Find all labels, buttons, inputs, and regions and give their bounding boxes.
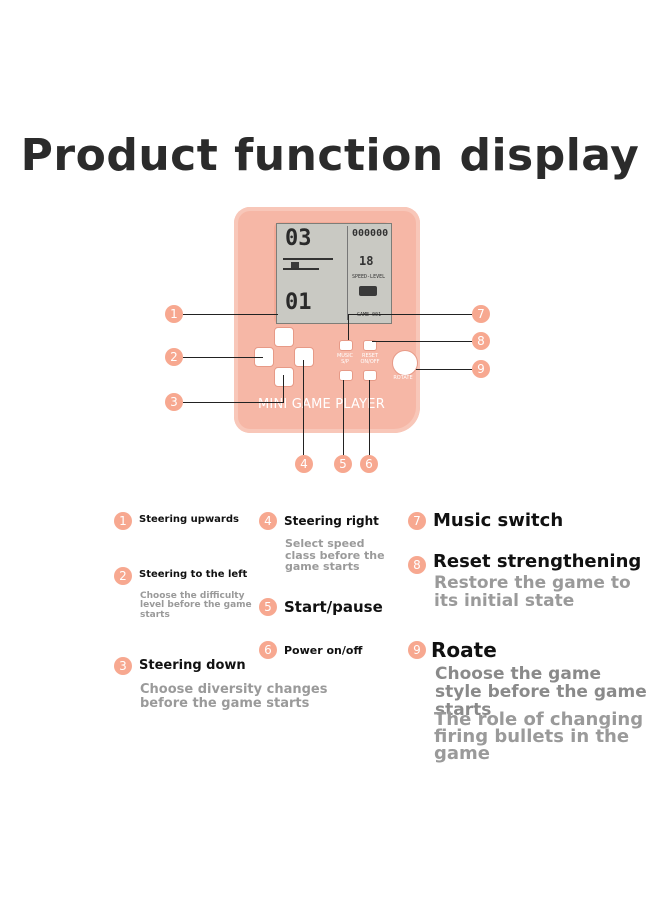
callout-number-2: 2 xyxy=(165,348,183,366)
function-number-5: 5 xyxy=(259,598,277,616)
callout-line-7 xyxy=(348,314,472,315)
function-number-2: 2 xyxy=(114,567,132,585)
rotate-button[interactable] xyxy=(392,350,418,376)
function-desc-2: Choose the difficulty level before the g… xyxy=(140,591,252,620)
screen-top-number: 03 xyxy=(285,226,312,251)
down-button[interactable] xyxy=(274,367,294,387)
device-brand-label: MINI GAME PLAYER xyxy=(258,397,385,412)
screen-mid-value: 18 xyxy=(359,254,374,268)
function-label-8: Reset strengthening xyxy=(433,551,642,572)
screen-block xyxy=(291,262,299,268)
function-number-6: 6 xyxy=(259,641,277,659)
up-button[interactable] xyxy=(274,327,294,347)
callout-line-2 xyxy=(183,357,263,358)
function-desc-3: Choose diversity changes before the game… xyxy=(140,682,328,711)
function-label-5: Start/pause xyxy=(284,598,383,616)
callout-line-3b xyxy=(283,375,284,403)
callout-number-4: 4 xyxy=(295,455,313,473)
callout-number-9: 9 xyxy=(472,360,490,378)
screen-line xyxy=(283,258,333,260)
callout-line-9 xyxy=(416,369,472,370)
page-title: Product function display xyxy=(20,130,640,181)
function-label-1: Steering upwards xyxy=(139,514,239,525)
function-number-3: 3 xyxy=(114,657,132,675)
function-label-7: Music switch xyxy=(433,510,564,531)
function-number-7: 7 xyxy=(408,512,426,530)
right-button[interactable] xyxy=(294,347,314,367)
callout-line-7b xyxy=(348,314,349,340)
function-number-9: 9 xyxy=(408,641,426,659)
screen-bottom-number: 01 xyxy=(285,290,312,315)
callout-number-8: 8 xyxy=(472,332,490,350)
screen-score: 000000 xyxy=(352,228,389,239)
screen-line xyxy=(283,268,319,270)
rotate-button-label: ROTATE xyxy=(393,375,413,381)
start-pause-button[interactable] xyxy=(339,370,353,381)
callout-number-6: 6 xyxy=(360,455,378,473)
screen-divider xyxy=(347,226,348,320)
callout-line-5 xyxy=(343,380,344,456)
function-number-1: 1 xyxy=(114,512,132,530)
function-number-8: 8 xyxy=(408,556,426,574)
callout-number-1: 1 xyxy=(165,305,183,323)
callout-number-3: 3 xyxy=(165,393,183,411)
music-button[interactable] xyxy=(339,340,353,351)
mini-game-player-device: 03 01 000000 18 SPEED-LEVEL GAME 001 MUS… xyxy=(234,207,420,433)
power-button[interactable] xyxy=(363,370,377,381)
callout-line-6 xyxy=(369,380,370,456)
function-desc-8: Restore the game to its initial state xyxy=(434,573,631,611)
callout-line-4 xyxy=(303,360,304,455)
callout-line-8 xyxy=(372,341,472,342)
function-label-4: Steering right xyxy=(284,514,379,528)
function-number-4: 4 xyxy=(259,512,277,530)
function-label-9: Roate xyxy=(431,638,497,662)
screen-tank-graphic xyxy=(359,286,377,296)
callout-line-3 xyxy=(183,402,283,403)
function-label-2: Steering to the left xyxy=(139,569,248,580)
reset-button-label: RESET ON/OFF xyxy=(360,353,380,365)
function-label-6: Power on/off xyxy=(284,644,363,657)
callout-number-5: 5 xyxy=(334,455,352,473)
game-screen: 03 01 000000 18 SPEED-LEVEL GAME 001 xyxy=(276,223,392,324)
callout-number-7: 7 xyxy=(472,305,490,323)
game-label: GAME 001 xyxy=(357,312,382,318)
function-desc-4: Select speed class before the game start… xyxy=(285,537,385,574)
function-desc-9b: The role of changing firing bullets in t… xyxy=(434,709,644,765)
music-button-label: MUSIC S/P xyxy=(336,353,354,365)
callout-line-1 xyxy=(183,314,278,315)
reset-button[interactable] xyxy=(363,340,377,351)
function-desc-9: Choose the game style before the game st… xyxy=(435,664,647,720)
function-label-3: Steering down xyxy=(139,658,246,673)
speed-level-label: SPEED-LEVEL xyxy=(352,274,386,280)
